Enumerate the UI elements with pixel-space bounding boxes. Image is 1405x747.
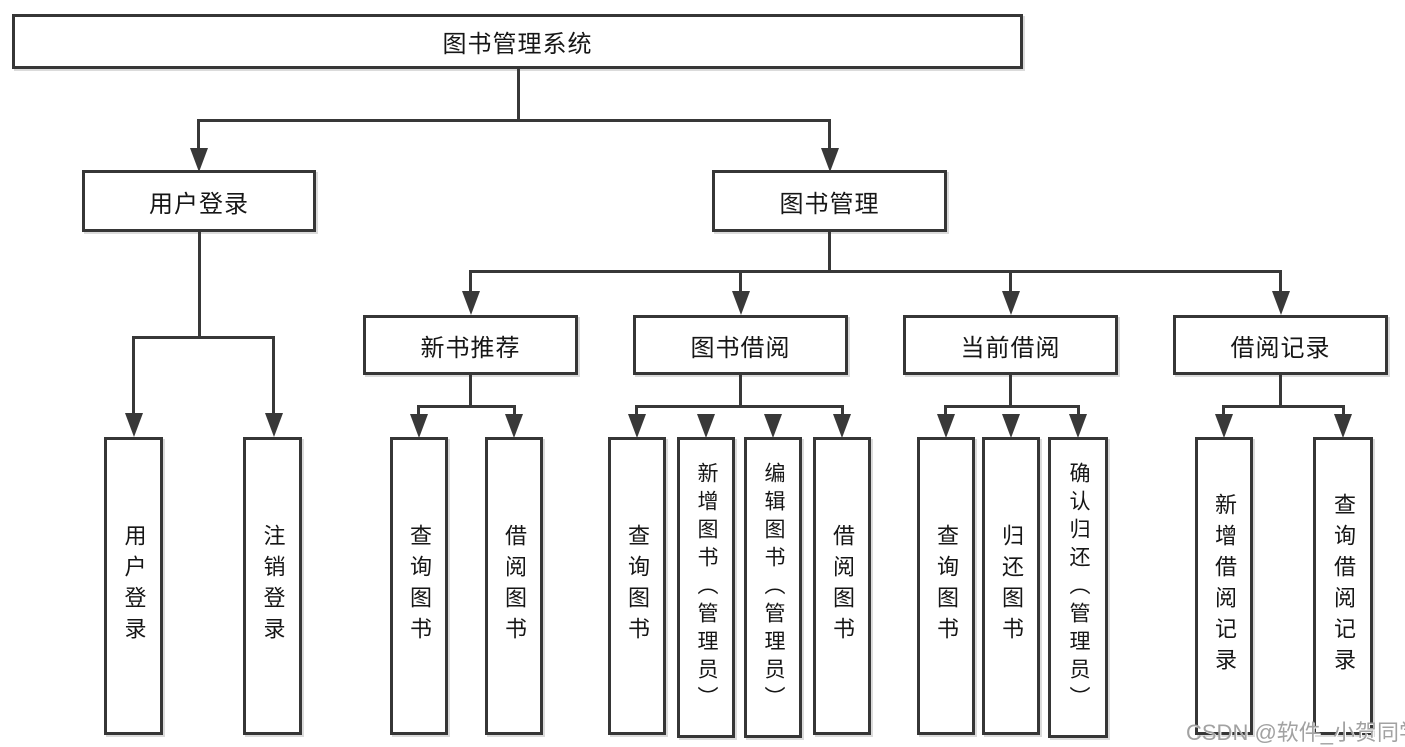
leaf-label: 查询图书 (934, 524, 959, 648)
leaf-confirm-return-admin: 确认归还（管理员） (1048, 437, 1108, 738)
leaf-label: 用户登录 (121, 524, 147, 648)
connector-line (1279, 270, 1282, 295)
arrow-down-icon (833, 414, 851, 438)
connector-line (1009, 375, 1012, 408)
connector-line (469, 375, 472, 408)
csdn-watermark: CSDN @软件_小贺同学 (1186, 720, 1405, 745)
connector-line (197, 119, 831, 122)
leaf-label: 归还图书 (999, 524, 1024, 648)
leaf-user-login: 用户登录 (104, 437, 163, 735)
node-current-borrowing: 当前借阅 (903, 315, 1118, 375)
leaf-borrow-books: 借阅图书 (813, 437, 871, 735)
leaf-return-books: 归还图书 (982, 437, 1040, 735)
leaf-query-books-borrowing: 查询图书 (608, 437, 666, 735)
connector-line (1222, 405, 1345, 408)
leaf-add-borrow-record: 新增借阅记录 (1195, 437, 1253, 735)
connector-line (417, 405, 516, 408)
leaf-label: 借阅图书 (830, 524, 855, 648)
node-library-management-system: 图书管理系统 (12, 14, 1023, 69)
connector-line (513, 405, 516, 419)
connector-line (944, 405, 1080, 408)
connector-line (1222, 405, 1225, 419)
connector-line (469, 270, 1282, 273)
arrow-down-icon (764, 414, 782, 438)
connector-line (1077, 405, 1080, 419)
leaf-label: 新增借阅记录 (1212, 493, 1237, 679)
arrow-down-icon (821, 148, 839, 172)
connector-line (1279, 375, 1282, 408)
arrow-down-icon (628, 414, 646, 438)
node-new-book-recommend: 新书推荐 (363, 315, 578, 375)
leaf-borrow-books-recommend: 借阅图书 (485, 437, 543, 735)
leaf-label: 编辑图书（管理员） (762, 461, 785, 714)
connector-line (417, 405, 420, 419)
connector-line (635, 405, 844, 408)
connector-line (198, 232, 201, 338)
arrow-down-icon (462, 291, 480, 315)
leaf-query-books-current: 查询图书 (917, 437, 975, 735)
node-label: 图书管理 (779, 190, 880, 218)
arrow-down-icon (1334, 414, 1352, 438)
connector-line (132, 336, 275, 339)
leaf-add-books-admin: 新增图书（管理员） (677, 437, 735, 738)
arrow-down-icon (1069, 414, 1087, 438)
leaf-query-borrow-record: 查询借阅记录 (1313, 437, 1373, 735)
arrow-down-icon (125, 413, 143, 437)
leaf-label: 新增图书（管理员） (695, 461, 718, 714)
leaf-edit-books-admin: 编辑图书（管理员） (744, 437, 802, 738)
arrow-down-icon (410, 414, 428, 438)
connector-line (944, 405, 947, 419)
connector-line (197, 119, 200, 152)
arrow-down-icon (1002, 414, 1020, 438)
connector-line (739, 270, 742, 295)
leaf-label: 查询借阅记录 (1331, 493, 1356, 679)
arrow-down-icon (190, 148, 208, 172)
leaf-label: 确认归还（管理员） (1067, 461, 1090, 714)
node-user-login: 用户登录 (82, 170, 316, 232)
node-book-borrowing: 图书借阅 (633, 315, 848, 375)
arrow-down-icon (1215, 414, 1233, 438)
connector-line (828, 119, 831, 152)
leaf-query-books-recommend: 查询图书 (390, 437, 448, 735)
connector-line (739, 375, 742, 408)
connector-line (1009, 270, 1012, 295)
node-label: 用户登录 (149, 190, 249, 218)
node-label: 图书管理系统 (442, 31, 593, 58)
connector-line (1342, 405, 1345, 419)
arrow-down-icon (1272, 291, 1290, 315)
connector-line (841, 405, 844, 419)
arrow-down-icon (265, 413, 283, 437)
leaf-label: 查询图书 (625, 524, 650, 648)
connector-line (272, 336, 275, 416)
node-borrowing-records: 借阅记录 (1173, 315, 1388, 375)
arrow-down-icon (732, 291, 750, 315)
connector-line (517, 69, 520, 122)
leaf-label: 注销登录 (260, 524, 286, 648)
arrow-down-icon (505, 414, 523, 438)
connector-line (132, 336, 135, 416)
leaf-label: 查询图书 (407, 524, 432, 648)
connector-line (635, 405, 638, 419)
node-book-management: 图书管理 (712, 170, 947, 232)
node-label: 借阅记录 (1230, 334, 1331, 362)
arrow-down-icon (697, 414, 715, 438)
node-label: 图书借阅 (690, 334, 791, 362)
leaf-label: 借阅图书 (502, 524, 527, 648)
leaf-logout: 注销登录 (243, 437, 302, 735)
arrow-down-icon (1002, 291, 1020, 315)
connector-line (828, 232, 831, 273)
node-label: 新书推荐 (420, 334, 521, 362)
node-label: 当前借阅 (960, 334, 1061, 362)
arrow-down-icon (937, 414, 955, 438)
connector-line (469, 270, 472, 295)
